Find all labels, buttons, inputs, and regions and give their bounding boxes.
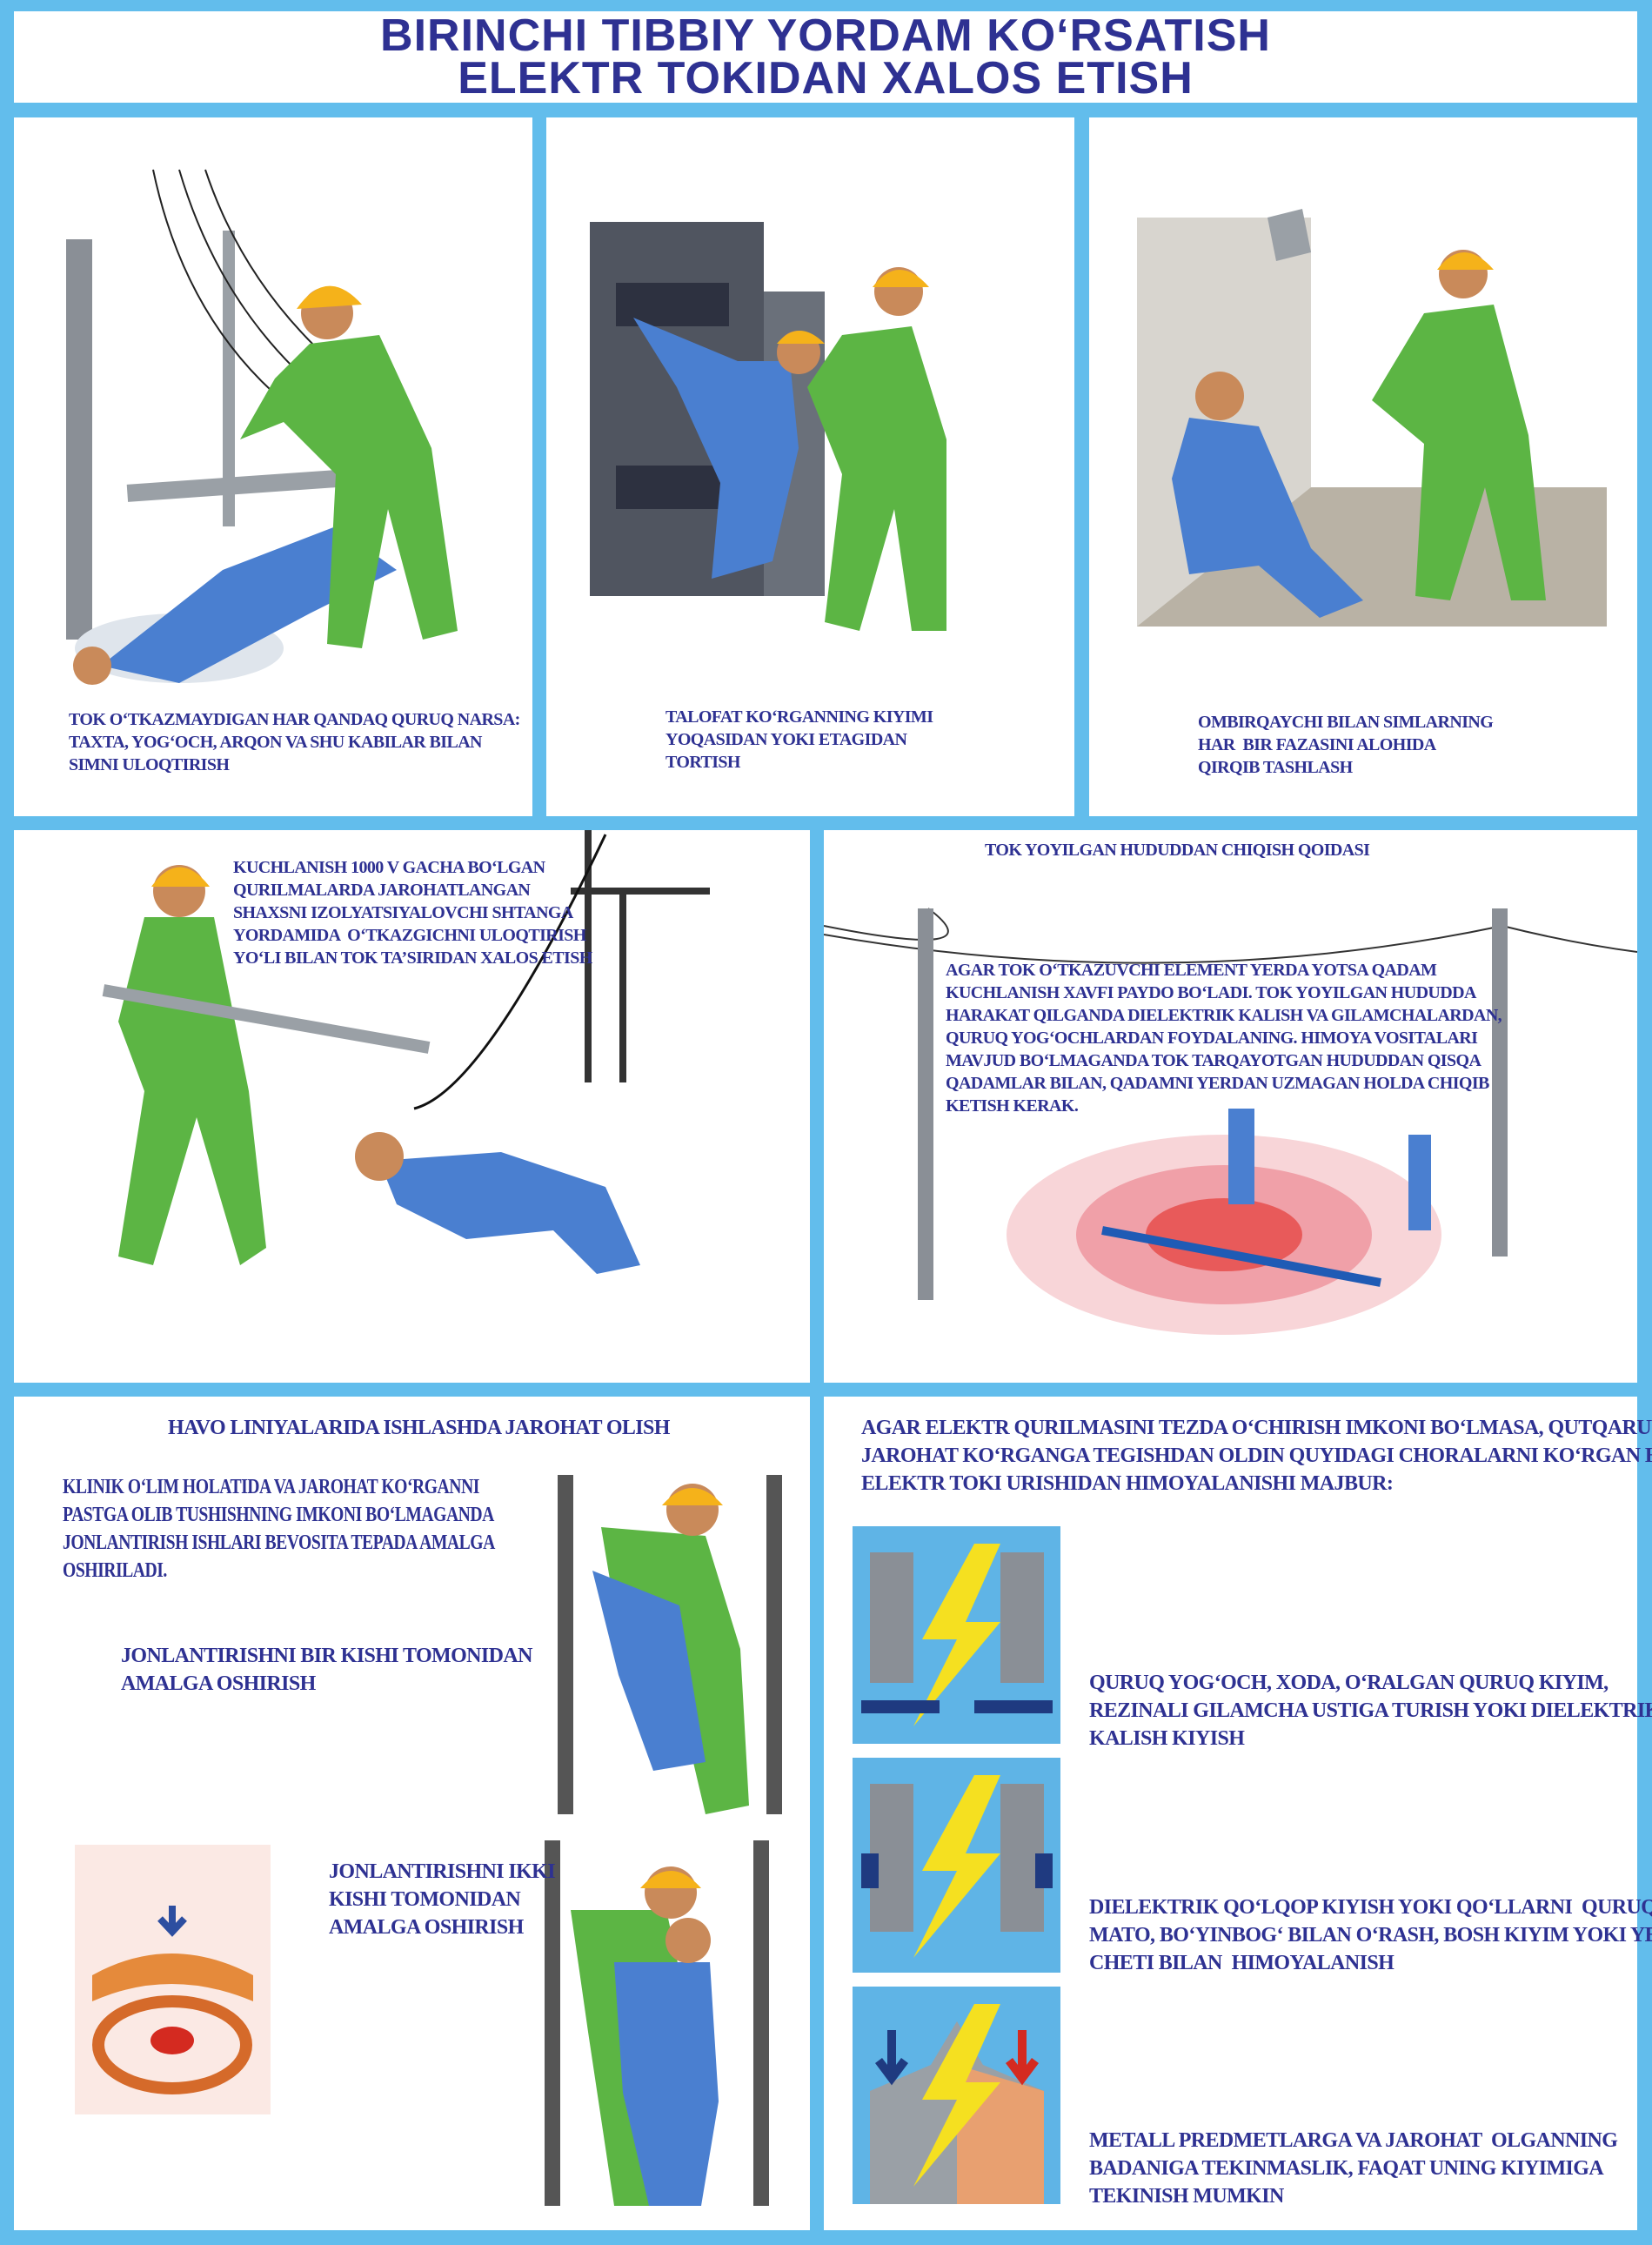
down-arrow-icon (157, 1906, 187, 1937)
illustration-step-voltage-zone (824, 908, 1637, 1335)
two-persons-caption: JONLANTIRISHNI IKKI KISHI TOMONIDAN AMAL… (329, 1860, 556, 1939)
caption: KUCHLANISH 1000 V GACHA BO‘LGAN QURILMAL… (233, 858, 592, 968)
lightning-icon (913, 1544, 1000, 1726)
forbidden-arrow-icon (1006, 2030, 1039, 2086)
illustration-cut-with-axe (1137, 209, 1607, 627)
illustration-insulated-rod (102, 830, 710, 1274)
panel-step-voltage: TOK YOYILGAN HUDUDDAN CHIQISH QOIDASI AG… (824, 830, 1637, 1383)
illustration-rescuer-with-board (66, 169, 458, 685)
one-person-caption: JONLANTIRISHNI BIR KISHI TOMONIDAN AMALG… (121, 1645, 532, 1695)
caption: TALOFAT KO‘RGANNING KIYIMI YOQASIDAN YOK… (665, 707, 933, 772)
panel-insulated-rod: KUCHLANISH 1000 V GACHA BO‘LGAN QURILMAL… (14, 830, 810, 1383)
protection-item-2: DIELEKTRIK QO‘LQOP KIYISH YOKI QO‘LLARNI… (1089, 1896, 1652, 1974)
illustration-one-person-resuscitation (558, 1475, 782, 1814)
illustration-two-person-resuscitation (545, 1840, 769, 2206)
panel-title: HAVO LINIYALARIDA ISHLASHDA JAROHAT OLIS… (168, 1417, 670, 1439)
panel-throw-wire: TOK O‘TKAZMAYDIGAN HAR QANDAQ QURUQ NARS… (14, 117, 532, 816)
protection-item-3: METALL PREDMETLARGA VA JAROHAT OLGANNING… (1089, 2129, 1618, 2208)
lightning-icon (913, 1775, 1000, 1958)
allowed-arrow-icon (875, 2030, 908, 2086)
title-line-1: BIRINCHI TIBBIY YORDAM KO‘RSATISH (380, 10, 1271, 61)
caption: TOK O‘TKAZMAYDIGAN HAR QANDAQ QURUQ NARS… (69, 710, 520, 774)
axe-icon (1267, 209, 1311, 261)
lightning-icon (913, 2004, 1000, 2187)
illustration-chest-compression (75, 1845, 271, 2114)
icon-dielectric-gloves (853, 1758, 1060, 1973)
exit-arrow-icon (1101, 1226, 1381, 1287)
panel-pull-clothes: TALOFAT KO‘RGANNING KIYIMI YOQASIDAN YOK… (546, 117, 1074, 816)
protection-item-1: QURUQ YOG‘OCH, XODA, O‘RALGAN QURUQ KIYI… (1089, 1672, 1652, 1750)
panel-cut-wires: OMBIRQAYCHI BILAN SIMLARNING HAR BIR FAZ… (1089, 117, 1637, 816)
intro-text: KLINIK O‘LIM HOLATIDA VA JAROHAT KO‘RGAN… (63, 1476, 495, 1582)
title-line-2: ELEKTR TOKIDAN XALOS ETISH (458, 53, 1194, 104)
panel-title: AGAR ELEKTR QURILMASINI TEZDA O‘CHIRISH … (861, 1417, 1652, 1495)
panel-title: TOK YOYILGAN HUDUDDAN CHIQISH QOIDASI (985, 841, 1370, 860)
icon-dry-surface (853, 1526, 1060, 1744)
illustration-pull-by-collar (590, 222, 946, 631)
panel-overhead-lines: HAVO LINIYALARIDA ISHLASHDA JAROHAT OLIS… (14, 1397, 810, 2230)
caption: OMBIRQAYCHI BILAN SIMLARNING HAR BIR FAZ… (1198, 713, 1494, 777)
panel-body: AGAR TOK O‘TKAZUVCHI ELEMENT YERDA YOTSA… (946, 961, 1502, 1116)
poster-title: BIRINCHI TIBBIY YORDAM KO‘RSATISH ELEKTR… (14, 11, 1637, 103)
icon-no-touch-body (853, 1987, 1060, 2204)
